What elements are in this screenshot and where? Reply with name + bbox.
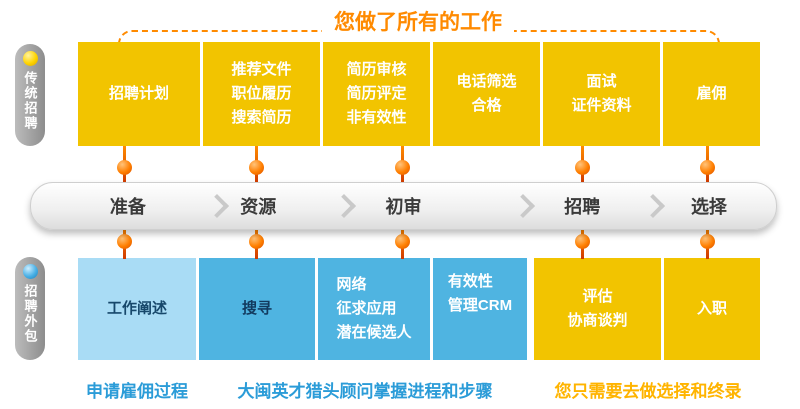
caption-consultant-process: 大闽英才猎头顾问掌握进程和步骤 — [237, 382, 493, 401]
connector-dot-icon — [395, 160, 410, 175]
side-tab-traditional-label: 传统招聘 — [22, 71, 38, 131]
step-label: 简历审核 简历评定 非有效性 — [346, 61, 407, 126]
caption-application-process: 申请雇佣过程 — [86, 382, 188, 401]
chevron-right-icon — [641, 193, 666, 219]
diagram-title: 您做了所有的工作 — [322, 6, 514, 36]
outsourcing-steps-row: 工作阐述 搜寻 网络 征求应用 潜在候选人 有效性 管理CRM 评估 协商谈判 … — [78, 258, 760, 360]
timeline-stage-resource: 资源 — [240, 197, 277, 217]
step-label: 评估 协商谈判 — [567, 288, 628, 329]
connector-dot-icon — [700, 234, 715, 249]
side-tab-traditional: 传统招聘 — [15, 44, 45, 146]
traditional-step-box-5: 面试 证件资料 — [543, 42, 660, 146]
side-tab-outsourcing: 招聘外包 — [15, 257, 45, 360]
traditional-steps-row: 招聘计划 推荐文件 职位履历 搜索简历 简历审核 简历评定 非有效性 电话筛选 … — [78, 42, 760, 146]
traditional-step-box-3: 简历审核 简历评定 非有效性 — [323, 42, 430, 146]
traditional-step-box-1: 招聘计划 — [78, 42, 200, 146]
connector-dot-icon — [249, 160, 264, 175]
outsourcing-step-box-2: 搜寻 — [199, 258, 315, 360]
step-label: 雇佣 — [696, 85, 727, 102]
outsourcing-step-box-6: 入职 — [664, 258, 760, 360]
caption-you-only-select: 您只需要去做选择和终录 — [554, 382, 742, 401]
outsourcing-step-box-4: 有效性 管理CRM — [433, 258, 527, 360]
step-label: 面试 证件资料 — [571, 73, 632, 114]
outsourcing-step-box-3: 网络 征求应用 潜在候选人 — [318, 258, 430, 360]
step-label: 有效性 管理CRM — [447, 273, 513, 314]
traditional-step-box-6: 雇佣 — [663, 42, 760, 146]
connector-dot-icon — [117, 160, 132, 175]
timeline-stage-recruit: 招聘 — [564, 197, 601, 217]
step-label: 招聘计划 — [108, 85, 169, 102]
connector-dot-icon — [117, 234, 132, 249]
timeline-stage-prepare: 准备 — [109, 197, 146, 217]
timeline-stage-screening: 初审 — [385, 197, 422, 217]
connector-dot-icon — [575, 160, 590, 175]
chevron-right-icon — [331, 193, 356, 219]
traditional-step-box-4: 电话筛选 合格 — [433, 42, 540, 146]
connector-dot-icon — [249, 234, 264, 249]
blue-bullet-icon — [22, 264, 38, 279]
yellow-bullet-icon — [22, 51, 38, 66]
timeline-stage-select: 选择 — [690, 197, 727, 217]
connector-dot-icon — [700, 160, 715, 175]
traditional-step-box-2: 推荐文件 职位履历 搜索简历 — [203, 42, 320, 146]
outsourcing-step-box-1: 工作阐述 — [78, 258, 196, 360]
connector-dot-icon — [395, 234, 410, 249]
step-label: 工作阐述 — [106, 300, 167, 317]
process-timeline: 准备 资源 初审 招聘 选择 — [30, 182, 777, 230]
chevron-right-icon — [205, 193, 230, 219]
step-label: 搜寻 — [241, 300, 272, 317]
step-label: 电话筛选 合格 — [456, 73, 517, 114]
step-label: 推荐文件 职位履历 搜索简历 — [231, 61, 292, 126]
step-label: 网络 征求应用 潜在候选人 — [336, 276, 412, 341]
outsourcing-step-box-5: 评估 协商谈判 — [534, 258, 661, 360]
side-tab-outsourcing-label: 招聘外包 — [22, 284, 38, 344]
step-label: 入职 — [696, 300, 727, 317]
connector-dot-icon — [575, 234, 590, 249]
chevron-right-icon — [510, 193, 535, 219]
